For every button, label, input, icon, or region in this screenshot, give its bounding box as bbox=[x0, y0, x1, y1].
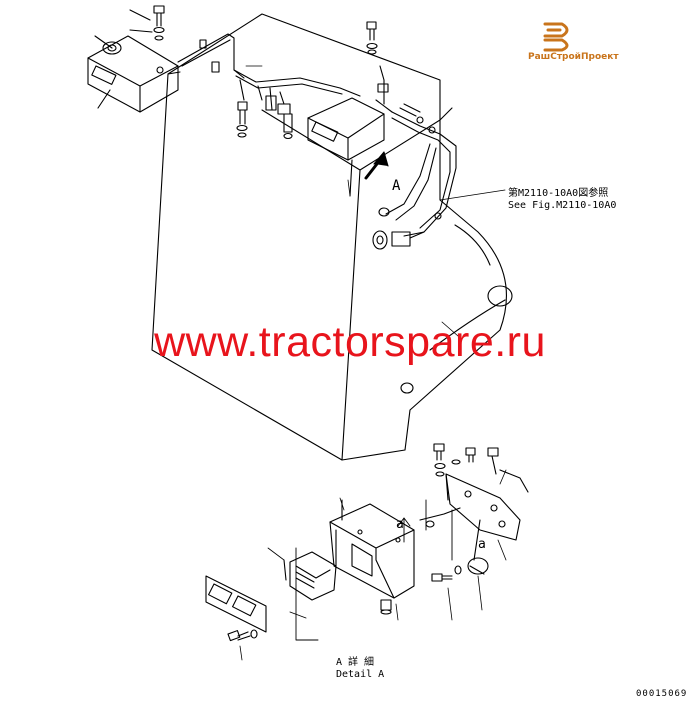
reference-label-jp: 第M2110-10A0図参照 bbox=[508, 186, 608, 199]
detail-label-jp: A 詳 細 bbox=[336, 655, 374, 668]
detail-a-frame bbox=[289, 499, 453, 641]
control-box-center bbox=[307, 97, 385, 197]
tubing-top bbox=[177, 33, 361, 97]
detail-a-bracket bbox=[419, 447, 529, 575]
detail-a-box bbox=[329, 499, 415, 599]
sub-label-a-2: a bbox=[478, 537, 486, 552]
detail-label-en: Detail A bbox=[336, 669, 384, 680]
watermark-url: www.tractorspare.ru bbox=[154, 318, 546, 366]
company-logo-text: РашСтройПроект bbox=[528, 52, 619, 62]
cab-body bbox=[151, 13, 513, 461]
bolt-top-left bbox=[129, 5, 165, 41]
harness-right bbox=[372, 103, 457, 250]
reference-label-en: See Fig.M2110-10A0 bbox=[508, 200, 616, 211]
company-logo-icon bbox=[543, 22, 569, 52]
detail-a-switch bbox=[283, 551, 337, 601]
sub-label-a: a bbox=[396, 517, 404, 532]
bolt-top-center bbox=[366, 21, 378, 55]
detail-a-plate bbox=[205, 575, 267, 633]
control-box-top-left bbox=[87, 35, 179, 113]
detail-a-bolts bbox=[227, 443, 476, 642]
arrow-a-label: A bbox=[392, 178, 401, 194]
drawing-number: 00015069 bbox=[636, 689, 687, 699]
leader-lines bbox=[245, 65, 506, 337]
harness-center bbox=[236, 65, 393, 140]
view-arrow-a bbox=[364, 151, 389, 180]
detail-a-leaders bbox=[239, 469, 507, 661]
